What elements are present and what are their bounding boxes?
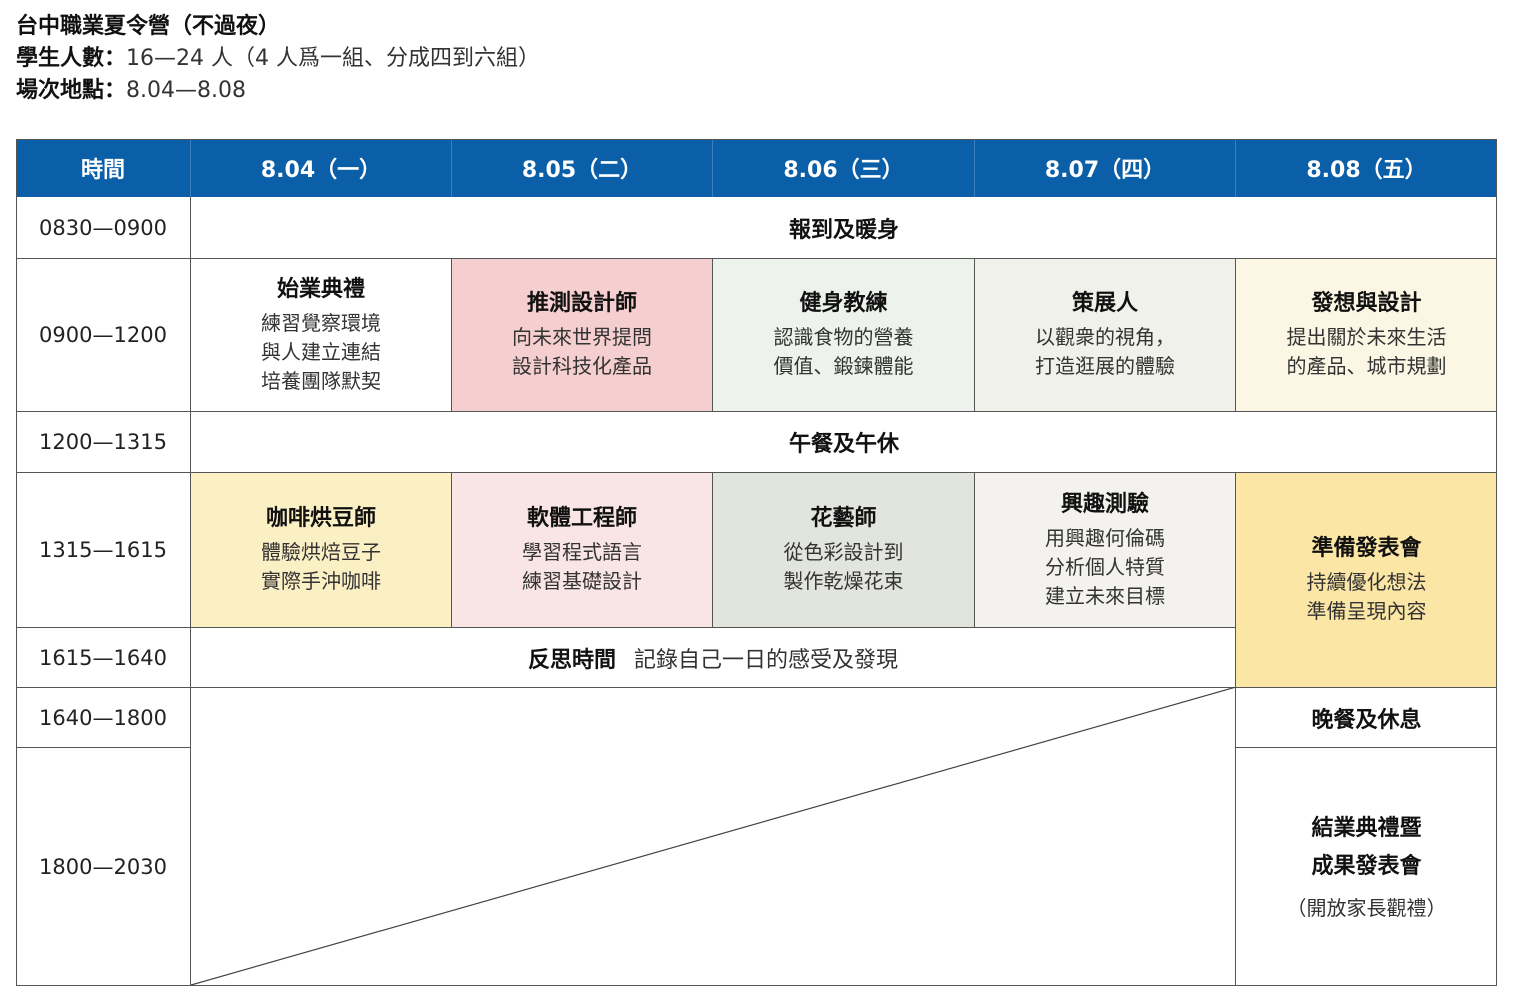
activity-desc: 培養團隊默契: [261, 368, 381, 393]
lunch-row: 午餐及午休: [191, 412, 1497, 473]
venue-label: 場次地點：: [16, 78, 127, 103]
activity-title: 興趣測驗: [1060, 491, 1149, 517]
dinner-label: 晚餐及休息: [1311, 707, 1422, 733]
activity-cell: 始業典禮 練習覺察環境 與人建立連結 培養團隊默契: [191, 259, 452, 412]
activity-title: 咖啡烘豆師: [265, 506, 376, 531]
reflection-row: 反思時間 記錄自己一日的感受及發現: [191, 628, 1236, 688]
activity-desc: 練習基礎設計: [522, 569, 642, 593]
activity-cell: 準備發表會 持續優化想法 準備呈現內容: [1236, 473, 1497, 688]
column-header-day-2: 8.05（二）: [452, 139, 713, 197]
students-value: 16—24 人（4 人爲一組、分成四到六組）: [126, 46, 540, 71]
activity-title: 推測設計師: [526, 291, 637, 316]
closing-cell: 結業典禮暨 成果發表會 （開放家長觀禮）: [1236, 748, 1497, 986]
activity-cell: 花藝師 從色彩設計到 製作乾燥花束: [713, 473, 975, 628]
diagonal-line: [191, 687, 1236, 986]
activity-title: 始業典禮: [276, 276, 365, 302]
activity-desc: 持續優化想法: [1306, 570, 1427, 594]
activity-desc: 分析個人特質: [1045, 554, 1165, 579]
activity-desc: 體驗烘焙豆子: [261, 540, 381, 564]
check-in-row: 報到及暖身: [191, 197, 1497, 259]
activity-desc: 認識食物的營養: [773, 325, 914, 349]
time-slot: 1315—1615: [16, 473, 191, 628]
column-header-day-5: 8.08（五）: [1236, 139, 1497, 197]
reflection-desc: 記錄自己一日的感受及發現: [634, 647, 899, 673]
activity-desc: 從色彩設計到: [783, 540, 904, 564]
activity-desc: 設計科技化產品: [512, 354, 652, 378]
activity-desc: 練習覺察環境: [261, 310, 381, 335]
activity-title: 花藝師: [810, 506, 877, 531]
activity-cell: 興趣測驗 用興趣何倫碼 分析個人特質 建立未來目標: [975, 473, 1236, 628]
venue-value: 8.04—8.08: [126, 78, 246, 103]
closing-title-1: 結業典禮暨: [1311, 815, 1422, 841]
activity-title: 健身教練: [799, 291, 888, 316]
activity-desc: 價值、鍛鍊體能: [773, 354, 914, 378]
activity-desc: 用興趣何倫碼: [1045, 525, 1165, 550]
activity-cell: 健身教練 認識食物的營養 價值、鍛鍊體能: [713, 259, 975, 412]
page-title: 台中職業夏令營（不過夜）: [16, 14, 281, 39]
activity-cell: 推測設計師 向未來世界提問 設計科技化產品: [452, 259, 713, 412]
time-slot: 0900—1200: [16, 259, 191, 412]
activity-cell: 策展人 以觀衆的視角， 打造逛展的體驗: [975, 259, 1236, 412]
activity-cell: 發想與設計 提出關於未來生活 的產品、城市規劃: [1236, 259, 1497, 412]
check-in-label: 報到及暖身: [788, 217, 899, 243]
activity-desc: 向未來世界提問: [512, 325, 652, 349]
activity-title: 策展人: [1071, 291, 1138, 316]
time-slot: 1640—1800: [16, 688, 191, 748]
activity-cell: 軟體工程師 學習程式語言 練習基礎設計: [452, 473, 713, 628]
lunch-label: 午餐及午休: [788, 432, 899, 457]
empty-diagonal-cell: [191, 688, 1236, 986]
dinner-cell: 晚餐及休息: [1236, 688, 1497, 748]
time-slot: 1800—2030: [16, 748, 191, 986]
activity-desc: 打造逛展的體驗: [1035, 354, 1175, 378]
time-slot: 1200—1315: [16, 412, 191, 473]
students-line: 學生人數：16—24 人（4 人爲一組、分成四到六組）: [16, 44, 540, 74]
venue-line: 場次地點：8.04—8.08: [16, 76, 246, 106]
students-label: 學生人數：: [16, 46, 127, 71]
activity-desc: 準備呈現內容: [1306, 599, 1427, 623]
activity-desc: 與人建立連結: [261, 339, 381, 364]
closing-title-2: 成果發表會: [1311, 853, 1422, 879]
activity-desc: 提出關於未來生活: [1286, 325, 1447, 349]
activity-title: 軟體工程師: [526, 506, 637, 531]
activity-desc: 建立未來目標: [1045, 583, 1165, 608]
column-header-day-1: 8.04（一）: [191, 139, 452, 197]
time-slot: 1615—1640: [16, 628, 191, 688]
column-header-day-3: 8.06（三）: [713, 139, 975, 197]
activity-desc: 以觀衆的視角，: [1035, 325, 1175, 349]
time-slot: 0830—0900: [16, 197, 191, 259]
schedule-table: 時間 8.04（一） 8.05（二） 8.06（三） 8.07（四） 8.08（…: [16, 139, 1497, 986]
closing-note: （開放家長觀禮）: [1286, 895, 1447, 920]
column-header-time: 時間: [16, 139, 191, 197]
column-header-day-4: 8.07（四）: [975, 139, 1236, 197]
reflection-title: 反思時間: [527, 647, 616, 673]
activity-desc: 實際手沖咖啡: [261, 569, 381, 593]
activity-cell: 咖啡烘豆師 體驗烘焙豆子 實際手沖咖啡: [191, 473, 452, 628]
activity-desc: 的產品、城市規劃: [1286, 354, 1447, 378]
activity-desc: 學習程式語言: [522, 540, 642, 564]
activity-desc: 製作乾燥花束: [783, 569, 904, 593]
activity-title: 準備發表會: [1311, 536, 1422, 561]
activity-title: 發想與設計: [1311, 291, 1422, 316]
